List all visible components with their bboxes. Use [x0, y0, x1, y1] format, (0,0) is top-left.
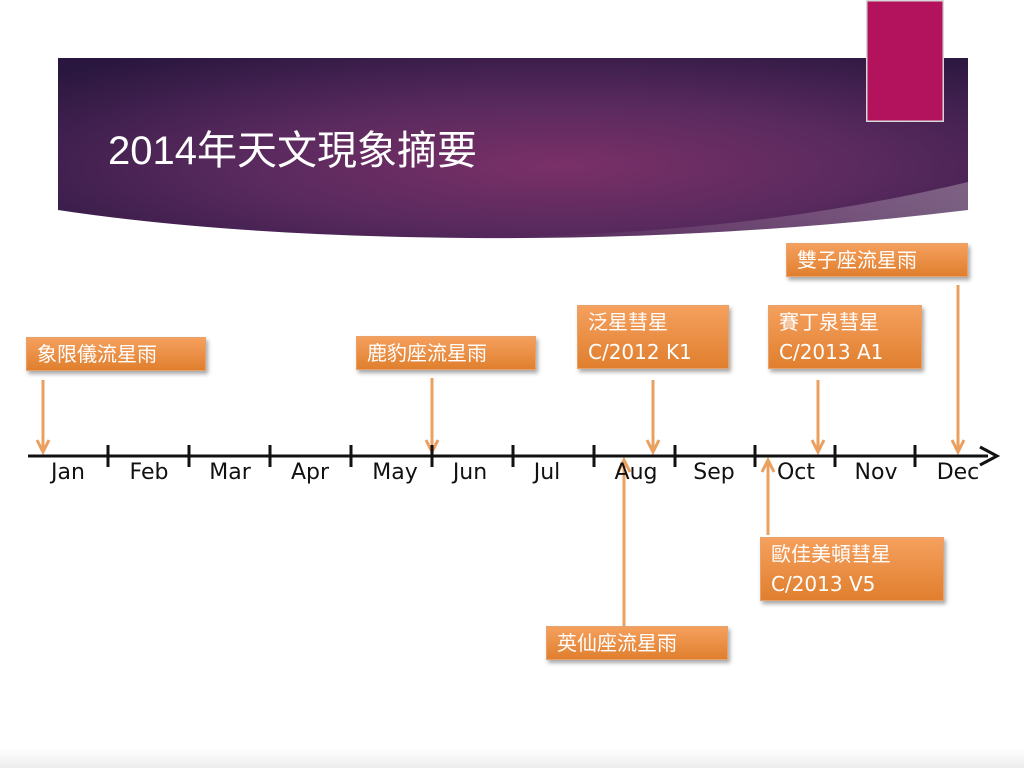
connector-comet-panstarrs: [645, 380, 661, 456]
event-label: 象限儀流星雨: [37, 342, 157, 366]
connector-quadrantids: [35, 380, 51, 456]
event-designation: C/2013 A1: [779, 340, 884, 364]
connector-comet-siding-spring: [810, 380, 826, 456]
month-label-mar: Mar: [209, 460, 251, 485]
event-comet-oukaimeden: 歐佳美頓彗星 C/2013 V5: [760, 537, 944, 601]
event-designation: C/2012 K1: [588, 340, 692, 364]
event-label: 英仙座流星雨: [557, 631, 677, 655]
event-quadrantids: 象限儀流星雨: [26, 337, 206, 371]
event-comet-panstarrs: 泛星彗星 C/2012 K1: [577, 305, 729, 369]
month-label-dec: Dec: [936, 460, 980, 485]
event-label: 泛星彗星: [588, 310, 668, 334]
event-perseids: 英仙座流星雨: [546, 626, 728, 660]
connector-perseids: [616, 456, 632, 626]
month-label-jun: Jun: [452, 460, 488, 485]
event-eta-aquariids: 鹿豹座流星雨: [356, 336, 536, 370]
event-label: 雙子座流星雨: [797, 248, 917, 272]
event-label: 歐佳美頓彗星: [771, 542, 891, 566]
month-label-oct: Oct: [776, 460, 816, 485]
event-label: 賽丁泉彗星: [779, 310, 879, 334]
connector-eta-aquariids: [424, 378, 440, 456]
bottom-shade: [0, 748, 1024, 768]
event-label: 鹿豹座流星雨: [367, 341, 487, 365]
accent-tab: [866, 0, 944, 122]
month-label-feb: Feb: [129, 460, 169, 485]
month-label-aug: Aug: [614, 460, 658, 485]
page-title: 2014年天文現象摘要: [108, 129, 477, 173]
month-label-jan: Jan: [51, 460, 85, 485]
event-comet-siding-spring: 賽丁泉彗星 C/2013 A1: [768, 305, 922, 369]
axis-arrowhead: [979, 445, 1001, 467]
month-label-jul: Jul: [533, 460, 561, 485]
event-designation: C/2013 V5: [771, 572, 876, 596]
month-label-may: May: [372, 460, 418, 485]
month-label-apr: Apr: [290, 460, 330, 485]
connector-comet-oukaimeden: [760, 456, 776, 535]
event-geminids: 雙子座流星雨: [786, 243, 968, 277]
month-ticks: [106, 445, 917, 467]
connector-geminids: [950, 285, 966, 456]
title-banner: [58, 58, 968, 239]
month-label-sep: Sep: [693, 460, 735, 485]
month-label-nov: Nov: [854, 460, 898, 485]
